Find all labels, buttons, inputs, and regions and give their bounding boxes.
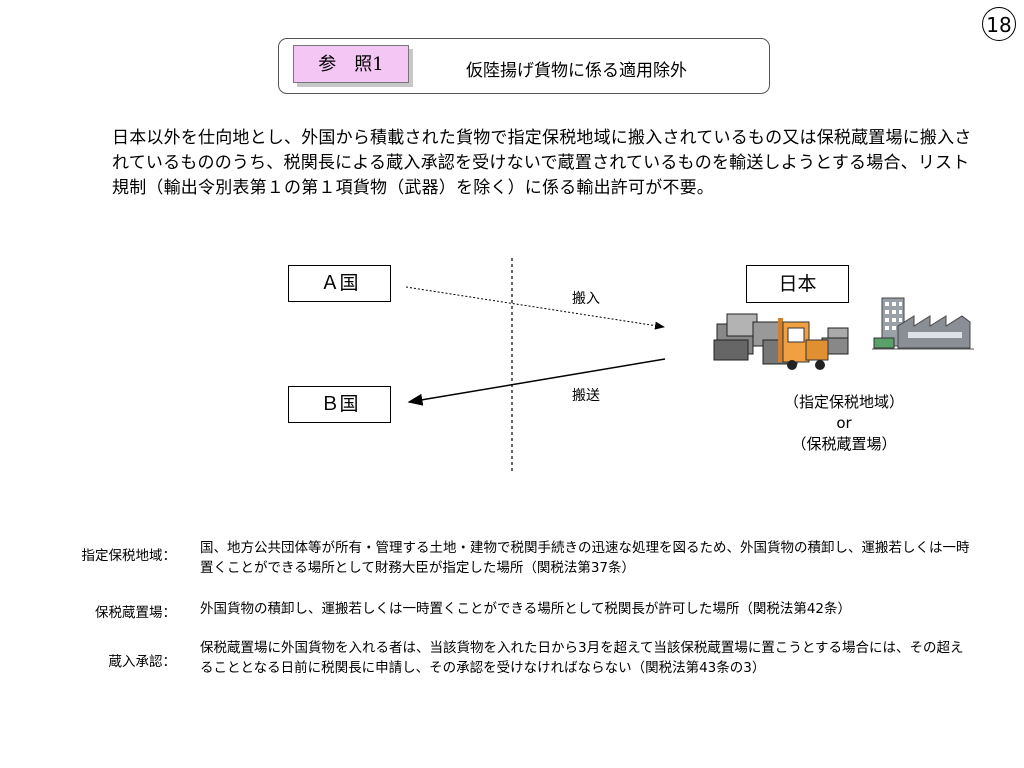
factory-building-icon xyxy=(872,297,974,350)
cargo-forklift-icon xyxy=(713,313,849,370)
page-number: 18 xyxy=(982,7,1016,41)
title-frame xyxy=(278,38,770,94)
definition-text: 外国貨物の積卸し、運搬若しくは一時置くことができる場所として税関長が許可した場所… xyxy=(200,601,852,617)
zone-or: or xyxy=(836,414,852,432)
transport-arrow xyxy=(407,358,666,406)
intro-paragraph: 日本以外を仕向地とし、外国から積載された貨物で指定保税地域に搬入されているもの又… xyxy=(112,128,972,198)
reference-tag: 参 照1 xyxy=(293,45,409,83)
import-label: 搬入 xyxy=(572,291,600,307)
zone-bonded-warehouse: （保税蔵置場） xyxy=(791,435,897,453)
zone-designated-area: （指定保税地域） xyxy=(783,393,904,411)
definition-term: 保税蔵置場： xyxy=(95,605,176,621)
definition-text: 保税蔵置場に外国貨物を入れる者は、当該貨物を入れた日から3月を超えて当該保税蔵置… xyxy=(200,640,964,676)
definition-term: 指定保税地域： xyxy=(81,548,177,564)
transport-label: 搬送 xyxy=(572,388,600,404)
definition-term: 蔵入承認： xyxy=(108,654,177,670)
country-a-box: Ａ国 xyxy=(288,265,391,302)
japan-box: 日本 xyxy=(746,265,849,303)
slide-title: 仮陸揚げ貨物に係る適用除外 xyxy=(466,61,687,81)
import-arrow xyxy=(405,286,665,330)
country-b-box: Ｂ国 xyxy=(288,386,391,423)
definition-text: 国、地方公共団体等が所有・管理する土地・建物で税関手続きの迅速な処理を図るため、… xyxy=(200,540,970,576)
